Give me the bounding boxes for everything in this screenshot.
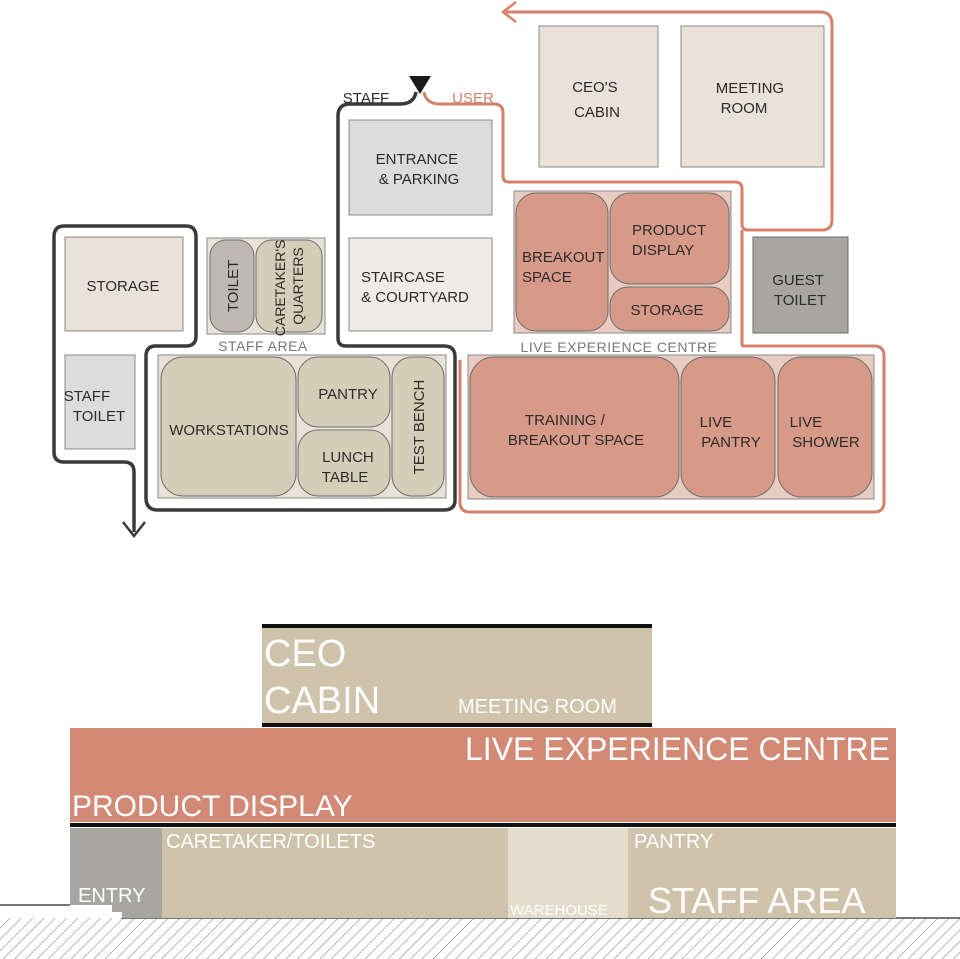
staff-toilet-label-2: TOILET [73,408,125,425]
product-display-room [609,192,730,285]
live-experience-zone-label: LIVE EXPERIENCE CENTRE [521,339,718,355]
product-display-label-2: DISPLAY [632,242,694,259]
toilet-label: TOILET [225,260,242,312]
training-breakout-room [469,356,680,498]
test-bench-room [391,356,445,497]
ceo-cabin-label-1: CEO'S [572,79,617,96]
breakout-label-2: SPACE [522,269,572,286]
toilet-room [209,239,255,333]
section-entry-zone [70,828,162,918]
svg-text:BREAKOUT SPACE: BREAKOUT SPACE [522,249,608,286]
staircase-label-1: STAIRCASE [361,269,445,286]
staircase-label-2: & COURTYARD [361,289,469,306]
guest-toilet-label-2: TOILET [774,292,826,309]
live-shower-label-2: SHOWER [792,434,860,451]
live-shower-label-1: LIVE [790,414,823,431]
test-bench-label: TEST BENCH [411,380,428,475]
live-pantry-label-1: LIVE [700,414,733,431]
pantry-room [297,356,391,428]
section-warehouse-zone [508,828,628,918]
section-ceo-label: CEO [264,633,346,675]
staff-toilet-room [64,354,136,450]
caretakers-label-1: CARETAKER'S [272,240,288,337]
svg-text:STAIRCASE & COURTYARD: STAIRCASE & COURTYARD [361,269,469,306]
breakout-space-room [515,192,609,332]
caretakers-quarters-room [255,239,323,333]
staff-circulation-path [52,91,457,532]
live-pantry-label-2: PANTRY [701,434,760,451]
breakout-label-1: BREAKOUT [522,249,604,266]
section-cabin-label: CABIN [264,680,380,722]
storage-left-label: STORAGE [86,278,159,295]
meeting-room-label-1: MEETING [716,80,784,97]
section-product-display-label: PRODUCT DISPLAY [72,790,353,823]
pantry-label: PANTRY [318,386,377,403]
entrance-label-1: ENTRANCE [376,151,459,168]
staff-exit-arrowhead [122,521,146,539]
svg-text:LIVE SHOWER: LIVE SHOWER [790,414,860,451]
lunch-table-label-2: TABLE [322,469,368,486]
staircase-courtyard-room [348,237,493,332]
svg-text:STAFF TOILET: STAFF TOILET [64,388,125,425]
svg-text:CEO'S CABIN: CEO'S CABIN [572,79,622,121]
staff-toilet-label-1: STAFF [64,388,110,405]
entry-marker-icon [409,76,431,94]
svg-text:CARETAKER'S QUARTERS: CARETAKER'S QUARTERS [272,236,306,336]
training-label-2: BREAKOUT SPACE [508,432,644,449]
section-entry-label: ENTRY [78,885,145,907]
lunch-table-room [297,429,391,497]
section-meeting-room-label: MEETING ROOM [458,696,617,718]
user-path-label: USER [452,90,494,107]
caretakers-label-2: QUARTERS [290,247,306,325]
svg-text:ENTRANCE & PARKING: ENTRANCE & PARKING [376,151,463,188]
lunch-table-label-1: LUNCH [322,449,374,466]
section-live-experience-level [70,728,896,822]
svg-text:LUNCH TABLE: LUNCH TABLE [322,449,378,486]
user-arrowhead [500,1,517,23]
guest-toilet-room [752,236,849,334]
section-pantry-label: PANTRY [634,831,713,853]
storage-right-room [609,286,730,332]
staff-area-zone-label: STAFF AREA [218,338,308,354]
section-entry-step [70,905,122,918]
ceo-cabin-room [538,25,659,168]
product-display-label-1: PRODUCT [632,222,706,239]
svg-text:TRAINING / BREAKOUT SPACE: TRAINING / BREAKOUT SPACE [508,412,644,449]
section-staff-area-zone [628,828,896,918]
section-warehouse-label: WAREHOUSE [510,902,608,919]
entrance-parking-room [348,119,493,216]
section-caretaker-zone [162,828,508,918]
storage-right-label: STORAGE [630,302,703,319]
section-live-experience-label: LIVE EXPERIENCE CENTRE [465,731,890,767]
meeting-room [680,25,825,168]
section-staff-area-label: STAFF AREA [648,880,865,921]
workstations-label: WORKSTATIONS [169,422,288,439]
user-lower-loop-path [458,230,886,514]
ground-hatch [0,918,960,959]
live-shower-room [777,356,873,498]
workstations-room [160,356,297,497]
meeting-room-label-2: ROOM [721,100,768,117]
ceo-cabin-label-2: CABIN [574,104,620,121]
user-circulation-path [422,10,834,232]
live-pantry-room [680,356,776,498]
staff-path-label: STAFF [343,90,389,107]
storage-left-room [64,236,184,332]
svg-text:PRODUCT DISPLAY: PRODUCT DISPLAY [632,222,710,259]
svg-text:MEETING ROOM: MEETING ROOM [716,80,789,117]
entrance-label-2: & PARKING [379,171,460,188]
svg-text:GUEST TOILET: GUEST TOILET [772,272,828,309]
svg-text:LIVE PANTRY: LIVE PANTRY [700,414,761,451]
section-ceo-level [262,626,652,724]
training-label-1: TRAINING / [525,412,606,429]
guest-toilet-label-1: GUEST [772,272,824,289]
section-caretaker-label: CARETAKER/TOILETS [166,831,375,853]
